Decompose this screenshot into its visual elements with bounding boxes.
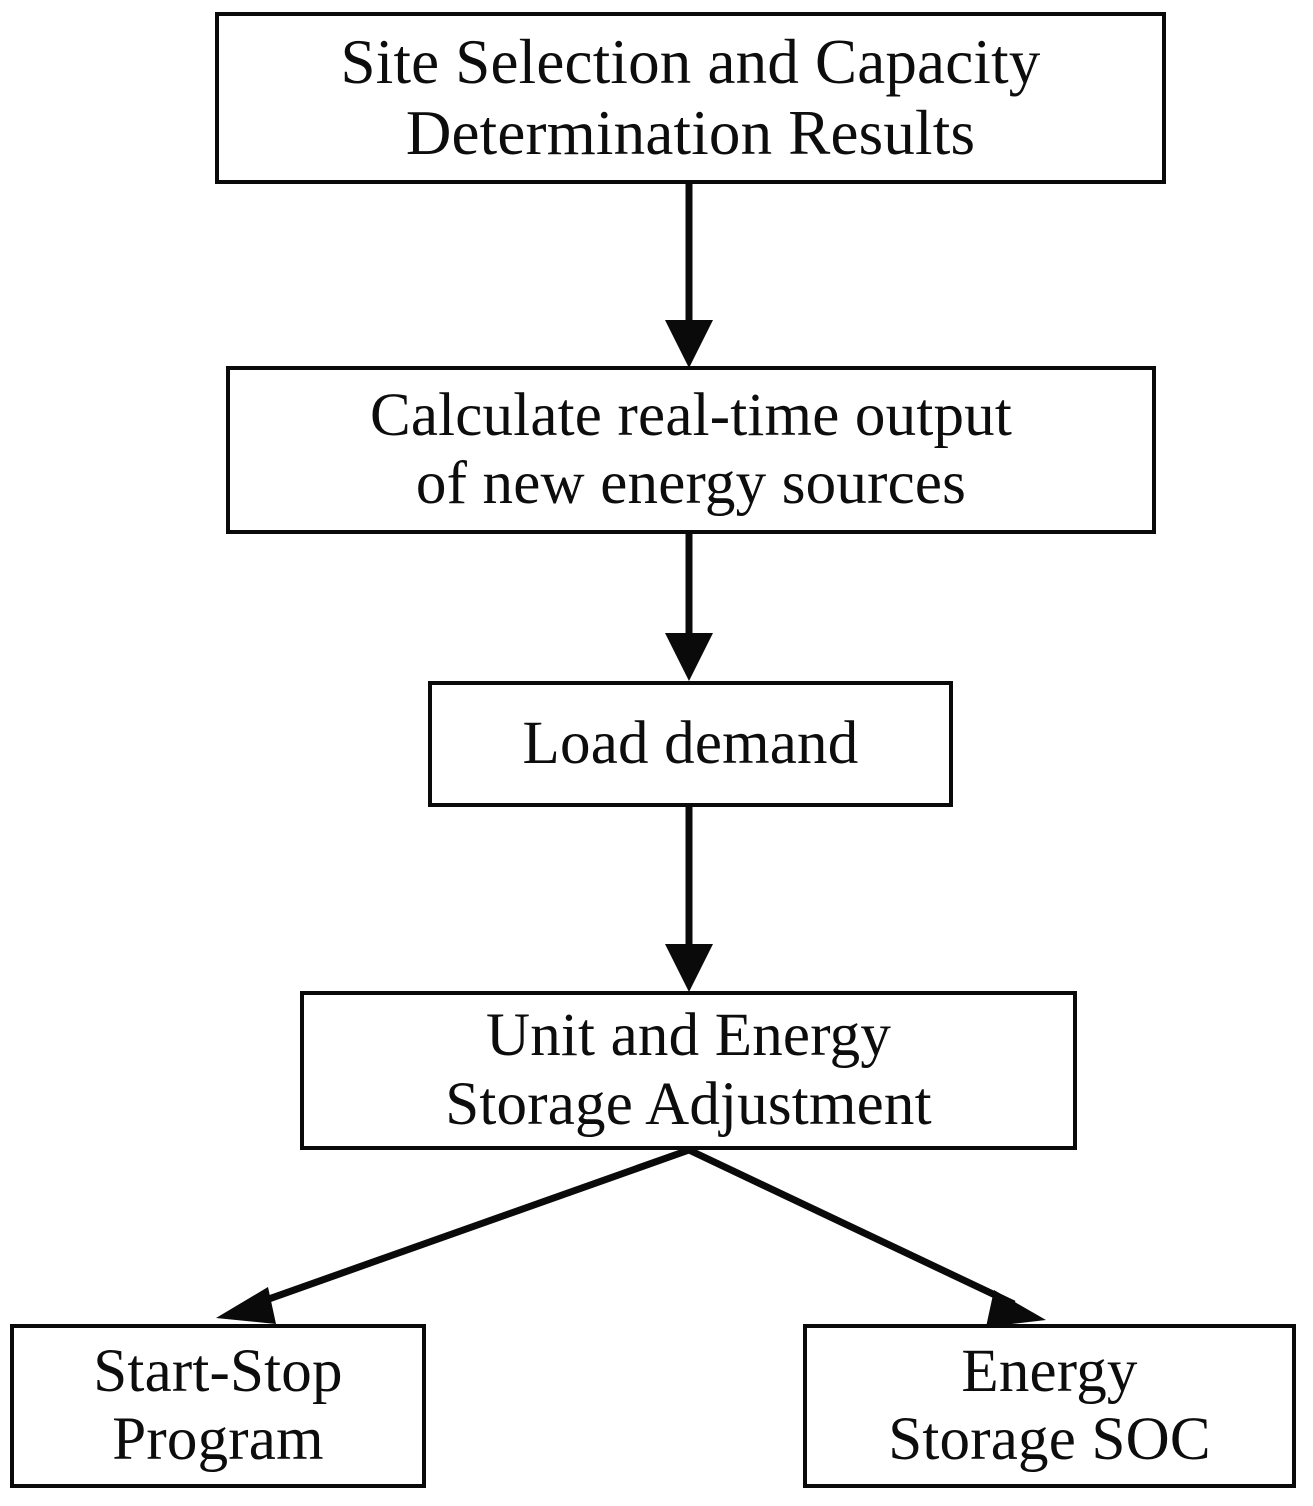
edge-adjustment-to-start-stop <box>216 1146 691 1324</box>
node-energy-storage-soc[interactable]: Energy Storage SOC <box>803 1324 1296 1488</box>
node-calculate-output-label: Calculate real-time output of new energy… <box>369 381 1013 517</box>
node-unit-storage-adjustment[interactable]: Unit and Energy Storage Adjustment <box>300 991 1077 1150</box>
edge-calculate-to-load <box>665 534 713 681</box>
node-site-selection[interactable]: Site Selection and Capacity Determinatio… <box>215 12 1166 184</box>
node-site-selection-label: Site Selection and Capacity Determinatio… <box>340 27 1041 168</box>
node-start-stop-program[interactable]: Start-Stop Program <box>10 1324 426 1488</box>
node-calculate-output[interactable]: Calculate real-time output of new energy… <box>226 366 1156 534</box>
node-energy-storage-soc-label: Energy Storage SOC <box>888 1337 1211 1473</box>
edge-adjustment-to-soc <box>687 1146 1046 1327</box>
edge-load-to-adjustment <box>665 807 713 992</box>
node-load-demand[interactable]: Load demand <box>428 681 953 807</box>
node-unit-storage-adjustment-label: Unit and Energy Storage Adjustment <box>445 1002 932 1138</box>
node-load-demand-label: Load demand <box>522 709 859 777</box>
node-start-stop-program-label: Start-Stop Program <box>93 1337 343 1473</box>
edge-site-to-calculate <box>665 184 713 368</box>
